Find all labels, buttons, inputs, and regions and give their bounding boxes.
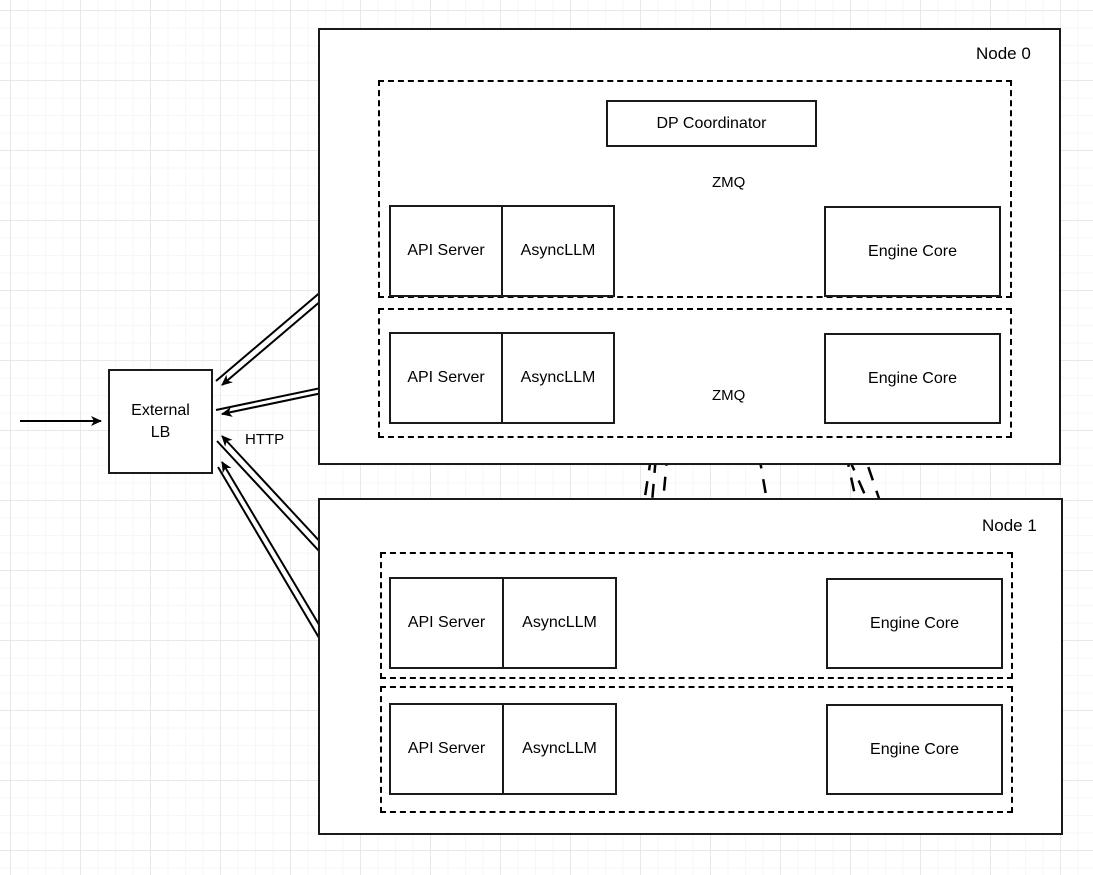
- api-server-label: API Server: [407, 369, 485, 386]
- async-llm-cell-0-1[interactable]: AsyncLLM: [503, 334, 613, 422]
- api-server-box-1-0[interactable]: API Server AsyncLLM: [389, 577, 617, 669]
- api-server-label: API Server: [407, 740, 486, 757]
- external-lb-box[interactable]: External LB: [108, 369, 213, 474]
- zmq-label-engine-0-1: ZMQ: [712, 387, 746, 404]
- engine-core-box-0-1[interactable]: Engine Core: [824, 333, 1001, 424]
- zmq-label-coordinator: ZMQ: [712, 174, 746, 191]
- node-label-0: Node 0: [976, 44, 1031, 63]
- api-server-cell-1-0[interactable]: API Server: [391, 579, 504, 667]
- api-server-label: API Server: [407, 614, 486, 631]
- async-llm-label: AsyncLLM: [522, 614, 597, 631]
- dp-coordinator-label: DP Coordinator: [656, 114, 767, 132]
- external-lb-label-line1: External: [131, 401, 190, 419]
- engine-core-box-1-0[interactable]: Engine Core: [826, 578, 1003, 669]
- dp-coordinator-box[interactable]: DP Coordinator: [606, 100, 817, 147]
- api-server-box-1-1[interactable]: API Server AsyncLLM: [389, 703, 617, 795]
- async-llm-label: AsyncLLM: [520, 242, 596, 259]
- engine-core-label: Engine Core: [870, 614, 959, 632]
- async-llm-label: AsyncLLM: [522, 740, 597, 757]
- api-server-cell-0-0[interactable]: API Server: [391, 207, 503, 295]
- api-server-box-0-1[interactable]: API Server AsyncLLM: [389, 332, 615, 424]
- api-server-cell-0-1[interactable]: API Server: [391, 334, 503, 422]
- dp-group-0-1: [378, 308, 1012, 438]
- http-label: HTTP: [245, 431, 285, 448]
- engine-core-label: Engine Core: [870, 740, 959, 758]
- dp-group-0-0: [378, 80, 1012, 298]
- engine-core-box-0-0[interactable]: Engine Core: [824, 206, 1001, 297]
- async-llm-label: AsyncLLM: [520, 369, 596, 386]
- dp-group-1-1: [380, 686, 1013, 813]
- async-llm-cell-1-1[interactable]: AsyncLLM: [504, 705, 615, 793]
- engine-core-label: Engine Core: [868, 369, 957, 387]
- engine-core-label: Engine Core: [868, 242, 957, 260]
- api-server-cell-1-1[interactable]: API Server: [391, 705, 504, 793]
- api-server-box-0-0[interactable]: API Server AsyncLLM: [389, 205, 615, 297]
- node-label-1: Node 1: [982, 516, 1037, 535]
- api-server-label: API Server: [407, 242, 485, 259]
- external-lb-label-line2: LB: [150, 423, 171, 441]
- async-llm-cell-1-0[interactable]: AsyncLLM: [504, 579, 615, 667]
- async-llm-cell-0-0[interactable]: AsyncLLM: [503, 207, 613, 295]
- dp-group-1-0: [380, 552, 1013, 679]
- engine-core-box-1-1[interactable]: Engine Core: [826, 704, 1003, 795]
